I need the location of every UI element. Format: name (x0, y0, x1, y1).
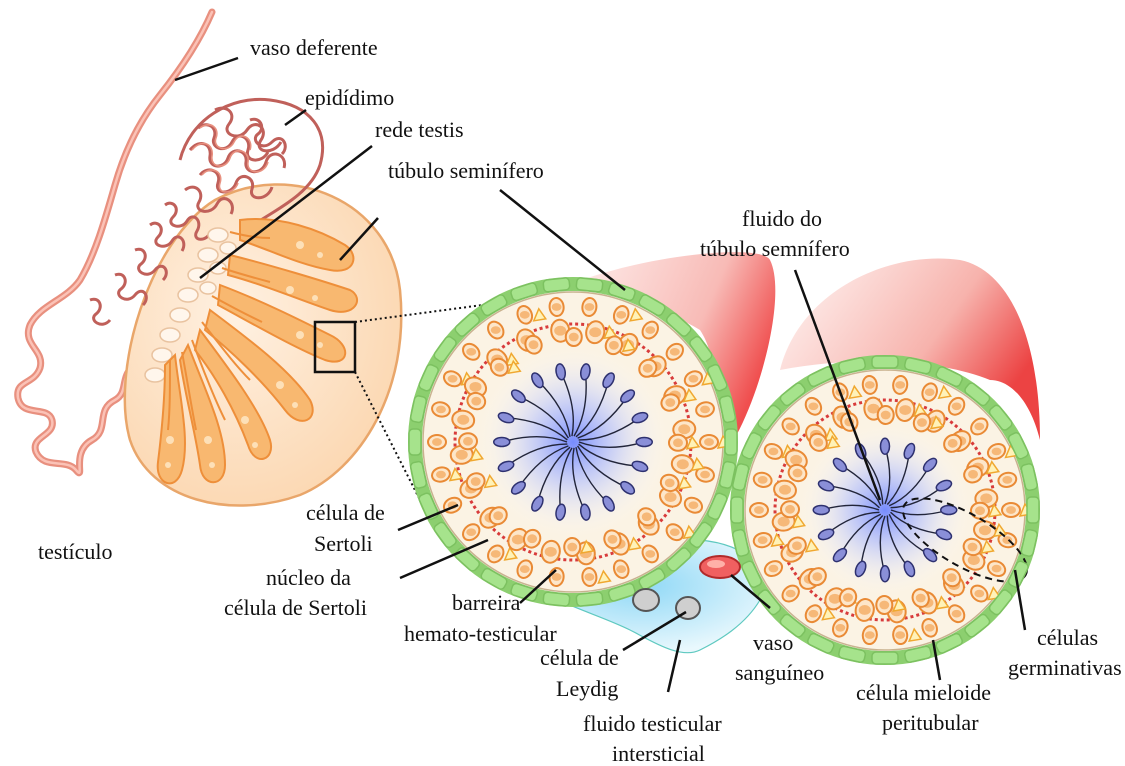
label-celula-mieloide-2: peritubular (882, 710, 979, 735)
peritubular-myoid-cell (543, 592, 570, 607)
label-barreira-1: barreira (452, 590, 521, 615)
peritubular-myoid-cell (872, 356, 898, 368)
label-tubulo-seminifero: túbulo seminífero (388, 158, 544, 183)
peritubular-myoid-cell (731, 497, 743, 523)
label-celulas-germinativas-1: células (1037, 625, 1098, 650)
label-rede-testis: rede testis (375, 117, 464, 142)
label-fluido-tubulo-1: fluido do (742, 206, 822, 231)
label-fluido-tubulo-2: túbulo semnífero (700, 236, 850, 261)
sperm-head (881, 566, 890, 582)
label-vaso-sanguineo-1: vaso (753, 630, 793, 655)
label-vaso-sanguineo-2: sanguíneo (735, 660, 824, 685)
label-nucleo-sertoli-1: núcleo da (266, 565, 351, 590)
label-celula-sertoli-2: Sertoli (314, 531, 373, 556)
label-vaso-deferente: vaso deferente (250, 35, 378, 60)
label-epididimo: epidídimo (305, 85, 394, 110)
label-fluido-intersticial-2: intersticial (612, 741, 705, 766)
peritubular-myoid-cell (872, 652, 898, 664)
label-testiculo: testículo (38, 539, 113, 564)
label-barreira-2: hemato-testicular (404, 621, 557, 646)
label-celula-sertoli-1: célula de (306, 500, 385, 525)
peritubular-myoid-cell (576, 278, 603, 293)
peritubular-myoid-cell (1027, 497, 1039, 523)
label-nucleo-sertoli-2: célula de Sertoli (224, 595, 367, 620)
label-fluido-intersticial-1: fluido testicular (583, 711, 722, 736)
label-celula-leydig-1: célula de (540, 645, 619, 670)
peritubular-myoid-cell (576, 592, 603, 607)
peritubular-myoid-cell (725, 429, 737, 455)
peritubular-myoid-cell (409, 429, 421, 455)
peritubular-myoid-cell (543, 278, 570, 293)
sperm-head (881, 438, 890, 454)
label-celula-leydig-2: Leydig (556, 676, 618, 701)
sperm-head (494, 438, 510, 447)
sperm-head (636, 438, 652, 447)
leydig-cell-1 (633, 589, 659, 611)
label-celulas-germinativas-2: germinativas (1008, 655, 1122, 680)
label-celula-mieloide-1: célula mieloide (856, 680, 991, 705)
sperm-head (813, 506, 829, 515)
sperm-head (941, 506, 957, 515)
